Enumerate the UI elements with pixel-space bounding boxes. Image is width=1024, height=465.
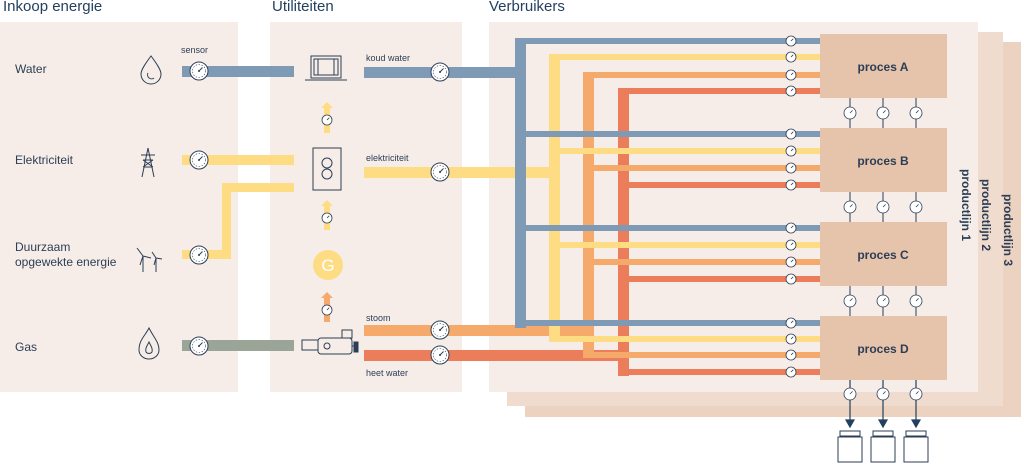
heet-water-gauge [430,345,450,365]
stoom-pipe [364,325,584,336]
generator-icon: G [313,250,343,280]
productlijn-2-label: productlijn 2 [979,179,993,251]
generator-letter: G [321,256,334,275]
elektriciteit-gauge [430,162,450,182]
inkoop-water-label: Water [15,62,47,76]
pump-icon [305,55,347,81]
wind-turbine-icon [136,247,163,272]
koud-water-label: koud water [366,53,411,63]
koud-water-gauge [430,62,450,82]
light-orange-trunk [583,72,594,358]
process-feed-lines [515,38,820,375]
inkoop-panel [0,22,238,392]
water-pipe [182,66,294,77]
stoom-label: stoom [366,313,391,323]
jar-icons [837,430,929,463]
section-title-verbruikers: Verbruikers [489,0,565,15]
flame-icon [138,326,160,360]
inkoop-opgewekte-label: opgewekte energie [15,255,117,269]
inkoop-gas-label: Gas [15,340,38,354]
boiler-icon [301,329,359,355]
elektriciteit-pipe [182,155,294,165]
proces-a-box [820,34,947,98]
sensor-water-gauge [189,61,209,81]
stoom-gauge [430,320,450,340]
proces-c-label: proces C [857,248,909,262]
section-title-utiliteiten: Utiliteiten [272,0,334,15]
gas-pipe [182,340,294,351]
proces-b-box [820,128,947,192]
dark-orange-trunk [618,88,629,376]
util-gauge-3 [321,304,333,316]
section-title-inkoop: Inkoop energie [3,0,103,15]
output-arrows [844,380,922,429]
proces-d-label: proces D [857,342,909,356]
proces-b-label: proces B [857,154,909,168]
proces-c-box [820,222,947,286]
heet-water-pipe [364,350,622,361]
blue-trunk [515,38,526,328]
util-gauge-1 [321,114,333,126]
transformer-icon [312,147,342,191]
power-tower-icon [141,147,155,178]
sensor-duurzaam-gauge [189,245,209,265]
proces-a-label: proces A [858,60,909,74]
proces-d-box [820,316,947,380]
elektriciteit-out-pipe [364,167,554,178]
productlijn-1-label: productlijn 1 [959,169,973,241]
sensor-gas-gauge [189,336,209,356]
sensor-elektriciteit-gauge [189,150,209,170]
water-drop-icon [140,55,162,85]
yellow-trunk [549,54,560,342]
elektriciteit-out-label: elektriciteit [366,153,409,163]
inkoop-elektriciteit-label: Elektriciteit [15,153,74,167]
productlijn-3-label: productlijn 3 [1001,194,1015,266]
sensor-label: sensor [181,45,209,55]
inkoop-duurzaam-label: Duurzaam [15,240,71,254]
util-gauge-2 [321,212,333,224]
heet-water-label: heet water [366,368,409,378]
